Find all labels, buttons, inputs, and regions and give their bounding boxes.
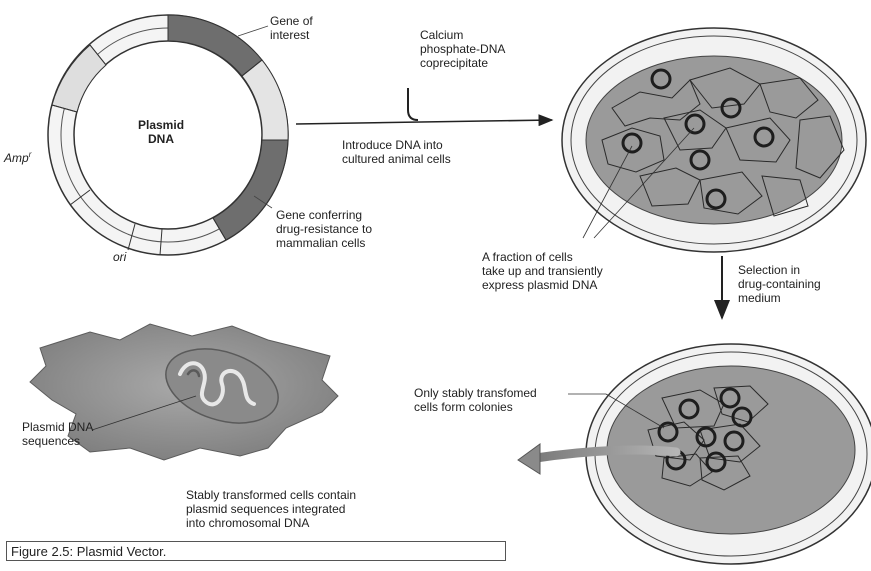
plasmid-dna-sequences-label: Plasmid DNA sequences xyxy=(22,420,93,448)
culture-dish-1 xyxy=(562,28,866,252)
colony-isolation-arrowhead xyxy=(518,444,540,474)
stable-colonies-label: Only stably transfomed cells form coloni… xyxy=(414,386,537,414)
amp-superscript: r xyxy=(29,150,32,159)
figure-caption: Figure 2.5: Plasmid Vector. xyxy=(11,544,166,559)
introduce-dna-arrow xyxy=(296,120,552,124)
amp-label: Ampr xyxy=(4,148,31,165)
figure-caption-box: Figure 2.5: Plasmid Vector. xyxy=(6,541,506,561)
ori-label: ori xyxy=(113,250,126,264)
transient-expression-label: A fraction of cells take up and transien… xyxy=(482,250,603,292)
drug-resistance-label: Gene conferring drug-resistance to mamma… xyxy=(276,208,372,250)
coprecipitate-label: Calcium phosphate-DNA coprecipitate xyxy=(420,28,505,70)
selection-label: Selection in drug-containing medium xyxy=(738,263,821,305)
plasmid-dna-label: Plasmid DNA xyxy=(138,118,184,146)
stable-transformation-label: Stably transformed cells contain plasmid… xyxy=(186,488,356,530)
gene-of-interest-label: Gene of interest xyxy=(270,14,313,42)
introduce-dna-label: Introduce DNA into cultured animal cells xyxy=(342,138,451,166)
coprecipitate-inlet-line xyxy=(408,88,418,120)
